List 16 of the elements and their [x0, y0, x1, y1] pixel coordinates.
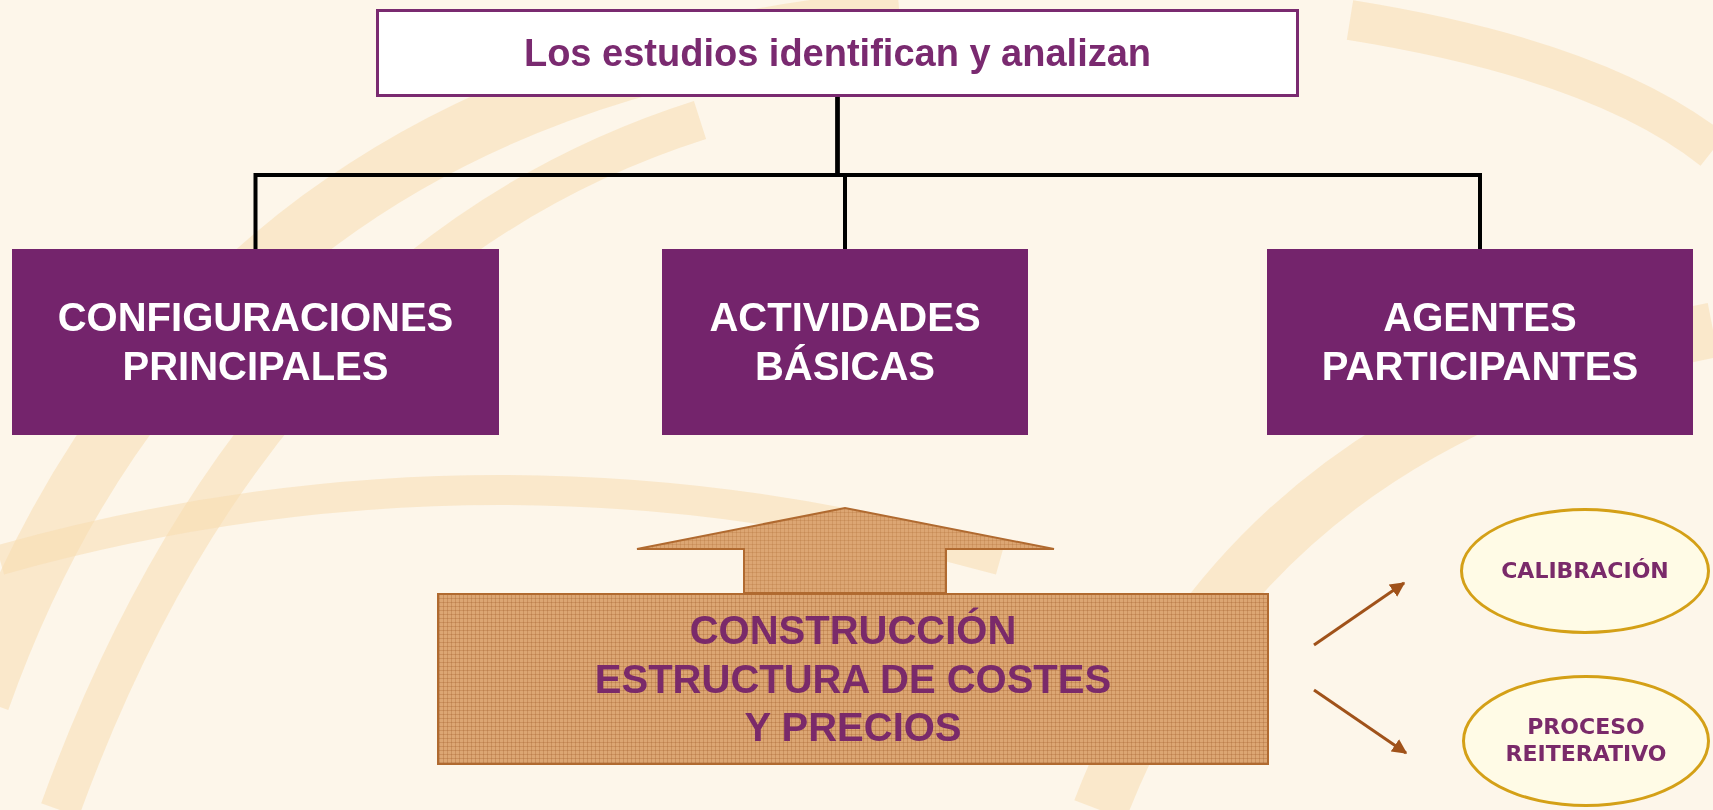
- node-label: PROCESO REITERATIVO: [1504, 714, 1668, 768]
- node-label: CONFIGURACIONES PRINCIPALES: [56, 294, 455, 390]
- arrow: [1313, 581, 1406, 647]
- node-label: CONSTRUCCIÓN ESTRUCTURA DE COSTES Y PRECIOS: [593, 606, 1113, 752]
- node-label: Los estudios identifican y analizan: [522, 30, 1153, 76]
- category-box: [12, 249, 499, 435]
- connector-line: [835, 97, 1482, 249]
- arrow: [1313, 688, 1408, 755]
- title-box: [376, 9, 1299, 97]
- block-arrow: [636, 507, 1055, 594]
- construction-box: [437, 593, 1269, 765]
- category-box: [1267, 249, 1693, 435]
- node-label: CALIBRACIÓN: [1500, 557, 1670, 585]
- node-label: ACTIVIDADES BÁSICAS: [708, 294, 982, 390]
- category-box: [662, 249, 1028, 435]
- node-label: AGENTES PARTICIPANTES: [1320, 294, 1640, 390]
